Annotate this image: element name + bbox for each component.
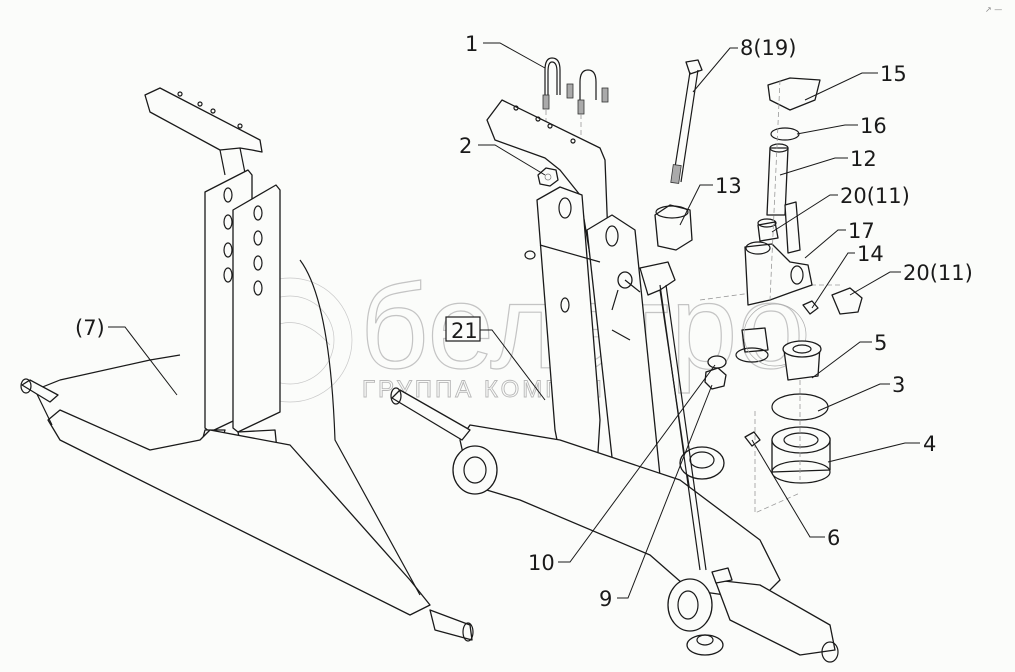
bolt-head xyxy=(685,59,703,75)
callout-9: 9 xyxy=(599,587,612,611)
lock-plate xyxy=(767,77,821,111)
left-axle-assembly xyxy=(20,87,474,642)
pivot-housing xyxy=(744,243,813,306)
callout-6: 6 xyxy=(827,526,840,550)
arm-eye-left xyxy=(452,445,498,495)
callout-12: 12 xyxy=(850,147,877,171)
callout-20-11-lower: 20(11) xyxy=(903,261,973,285)
callout-21: 21 xyxy=(451,319,478,343)
knuckle-upper-ring xyxy=(679,446,725,480)
bushing-right xyxy=(831,287,863,315)
callouts: 1 2 8(19) 15 16 12 13 20(11) 17 14 20(11… xyxy=(75,5,1002,611)
left-top-bracket xyxy=(144,87,263,153)
corner-mark: ↗ — xyxy=(985,5,1002,14)
washer xyxy=(707,355,727,369)
grease-fitting xyxy=(744,431,761,447)
callout-17: 17 xyxy=(848,219,875,243)
callout-8-19: 8(19) xyxy=(740,36,796,60)
callout-21-box xyxy=(445,316,481,342)
leader-lines xyxy=(108,42,920,599)
callout-13: 13 xyxy=(715,174,742,198)
callout-15: 15 xyxy=(880,62,907,86)
o-ring xyxy=(770,127,800,141)
nut-small xyxy=(704,367,727,390)
callout-3: 3 xyxy=(892,373,905,397)
knuckle-lower-ring xyxy=(667,578,713,632)
callout-5: 5 xyxy=(874,331,887,355)
callout-20-11-upper: 20(11) xyxy=(840,184,910,208)
left-axle-beam xyxy=(47,409,431,616)
spindle-left xyxy=(391,389,471,441)
callout-7: (7) xyxy=(75,316,105,340)
callout-10: 10 xyxy=(528,551,555,575)
u-bolts xyxy=(542,57,609,135)
nut xyxy=(537,167,559,187)
callout-2: 2 xyxy=(459,134,472,158)
left-upright-front xyxy=(232,184,281,433)
callout-4: 4 xyxy=(923,432,936,456)
spindle-right xyxy=(714,579,836,656)
callout-14: 14 xyxy=(857,242,884,266)
left-spindle-right xyxy=(429,609,473,641)
callout-16: 16 xyxy=(860,114,887,138)
bushing-lower xyxy=(741,327,769,353)
right-axle-assembly xyxy=(390,57,863,663)
callout-1: 1 xyxy=(465,32,478,56)
